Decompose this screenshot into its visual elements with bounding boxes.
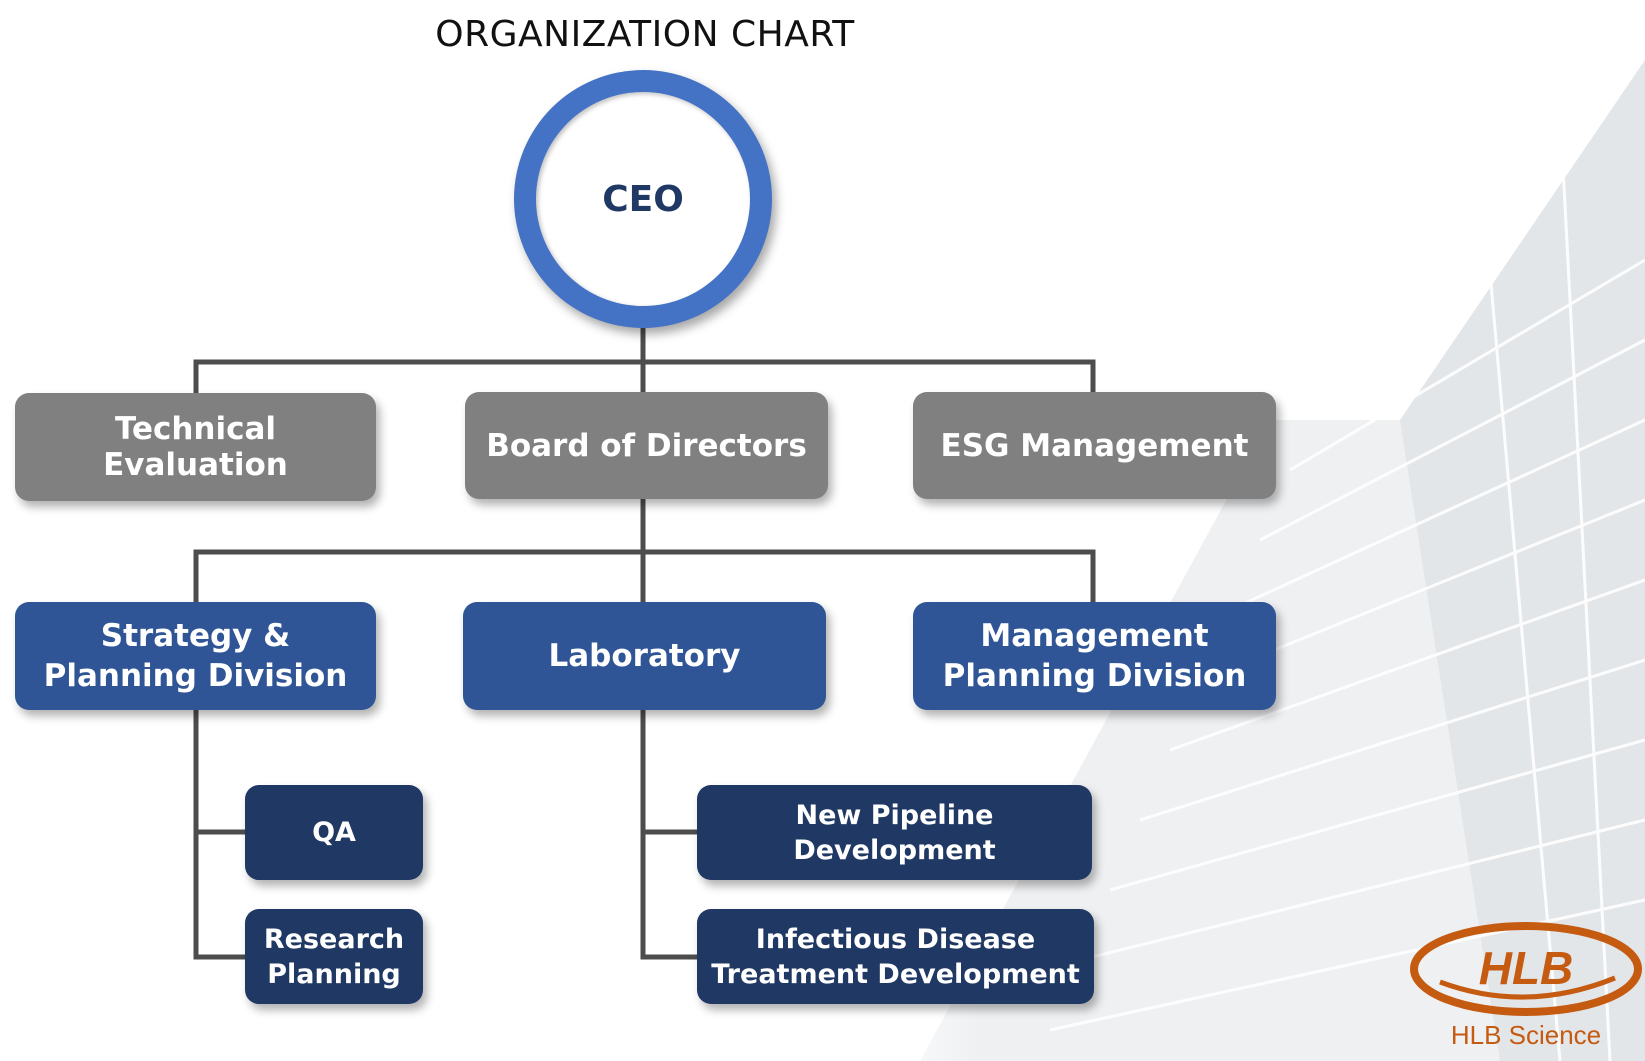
connector-level2-bus [193,549,1096,602]
node-laboratory: Laboratory [463,602,826,710]
hlb-logo-text: HLB [1479,942,1574,994]
node-strategy-planning-division: Strategy &Planning Division [15,602,376,710]
node-esg-management: ESG Management [913,392,1276,499]
ceo-inner-circle: CEO [536,92,750,306]
connector-laboratory-branch [640,710,697,960]
ceo-label: CEO [602,178,684,220]
connector-level1-bus [193,359,1096,393]
chart-title: ORGANIZATION CHART [435,14,855,55]
connector-strategy-branch [193,710,245,960]
hlb-logo-caption: HLB Science [1450,1020,1602,1050]
hlb-logo-mark: HLB [1410,922,1642,1016]
ceo-node: CEO [514,70,772,328]
node-board-of-directors: Board of Directors [465,392,828,499]
hlb-logo: HLB HLB Science [1410,922,1642,1057]
node-qa: QA [245,785,423,880]
node-technical-evaluation: Technical Evaluation [15,393,376,501]
